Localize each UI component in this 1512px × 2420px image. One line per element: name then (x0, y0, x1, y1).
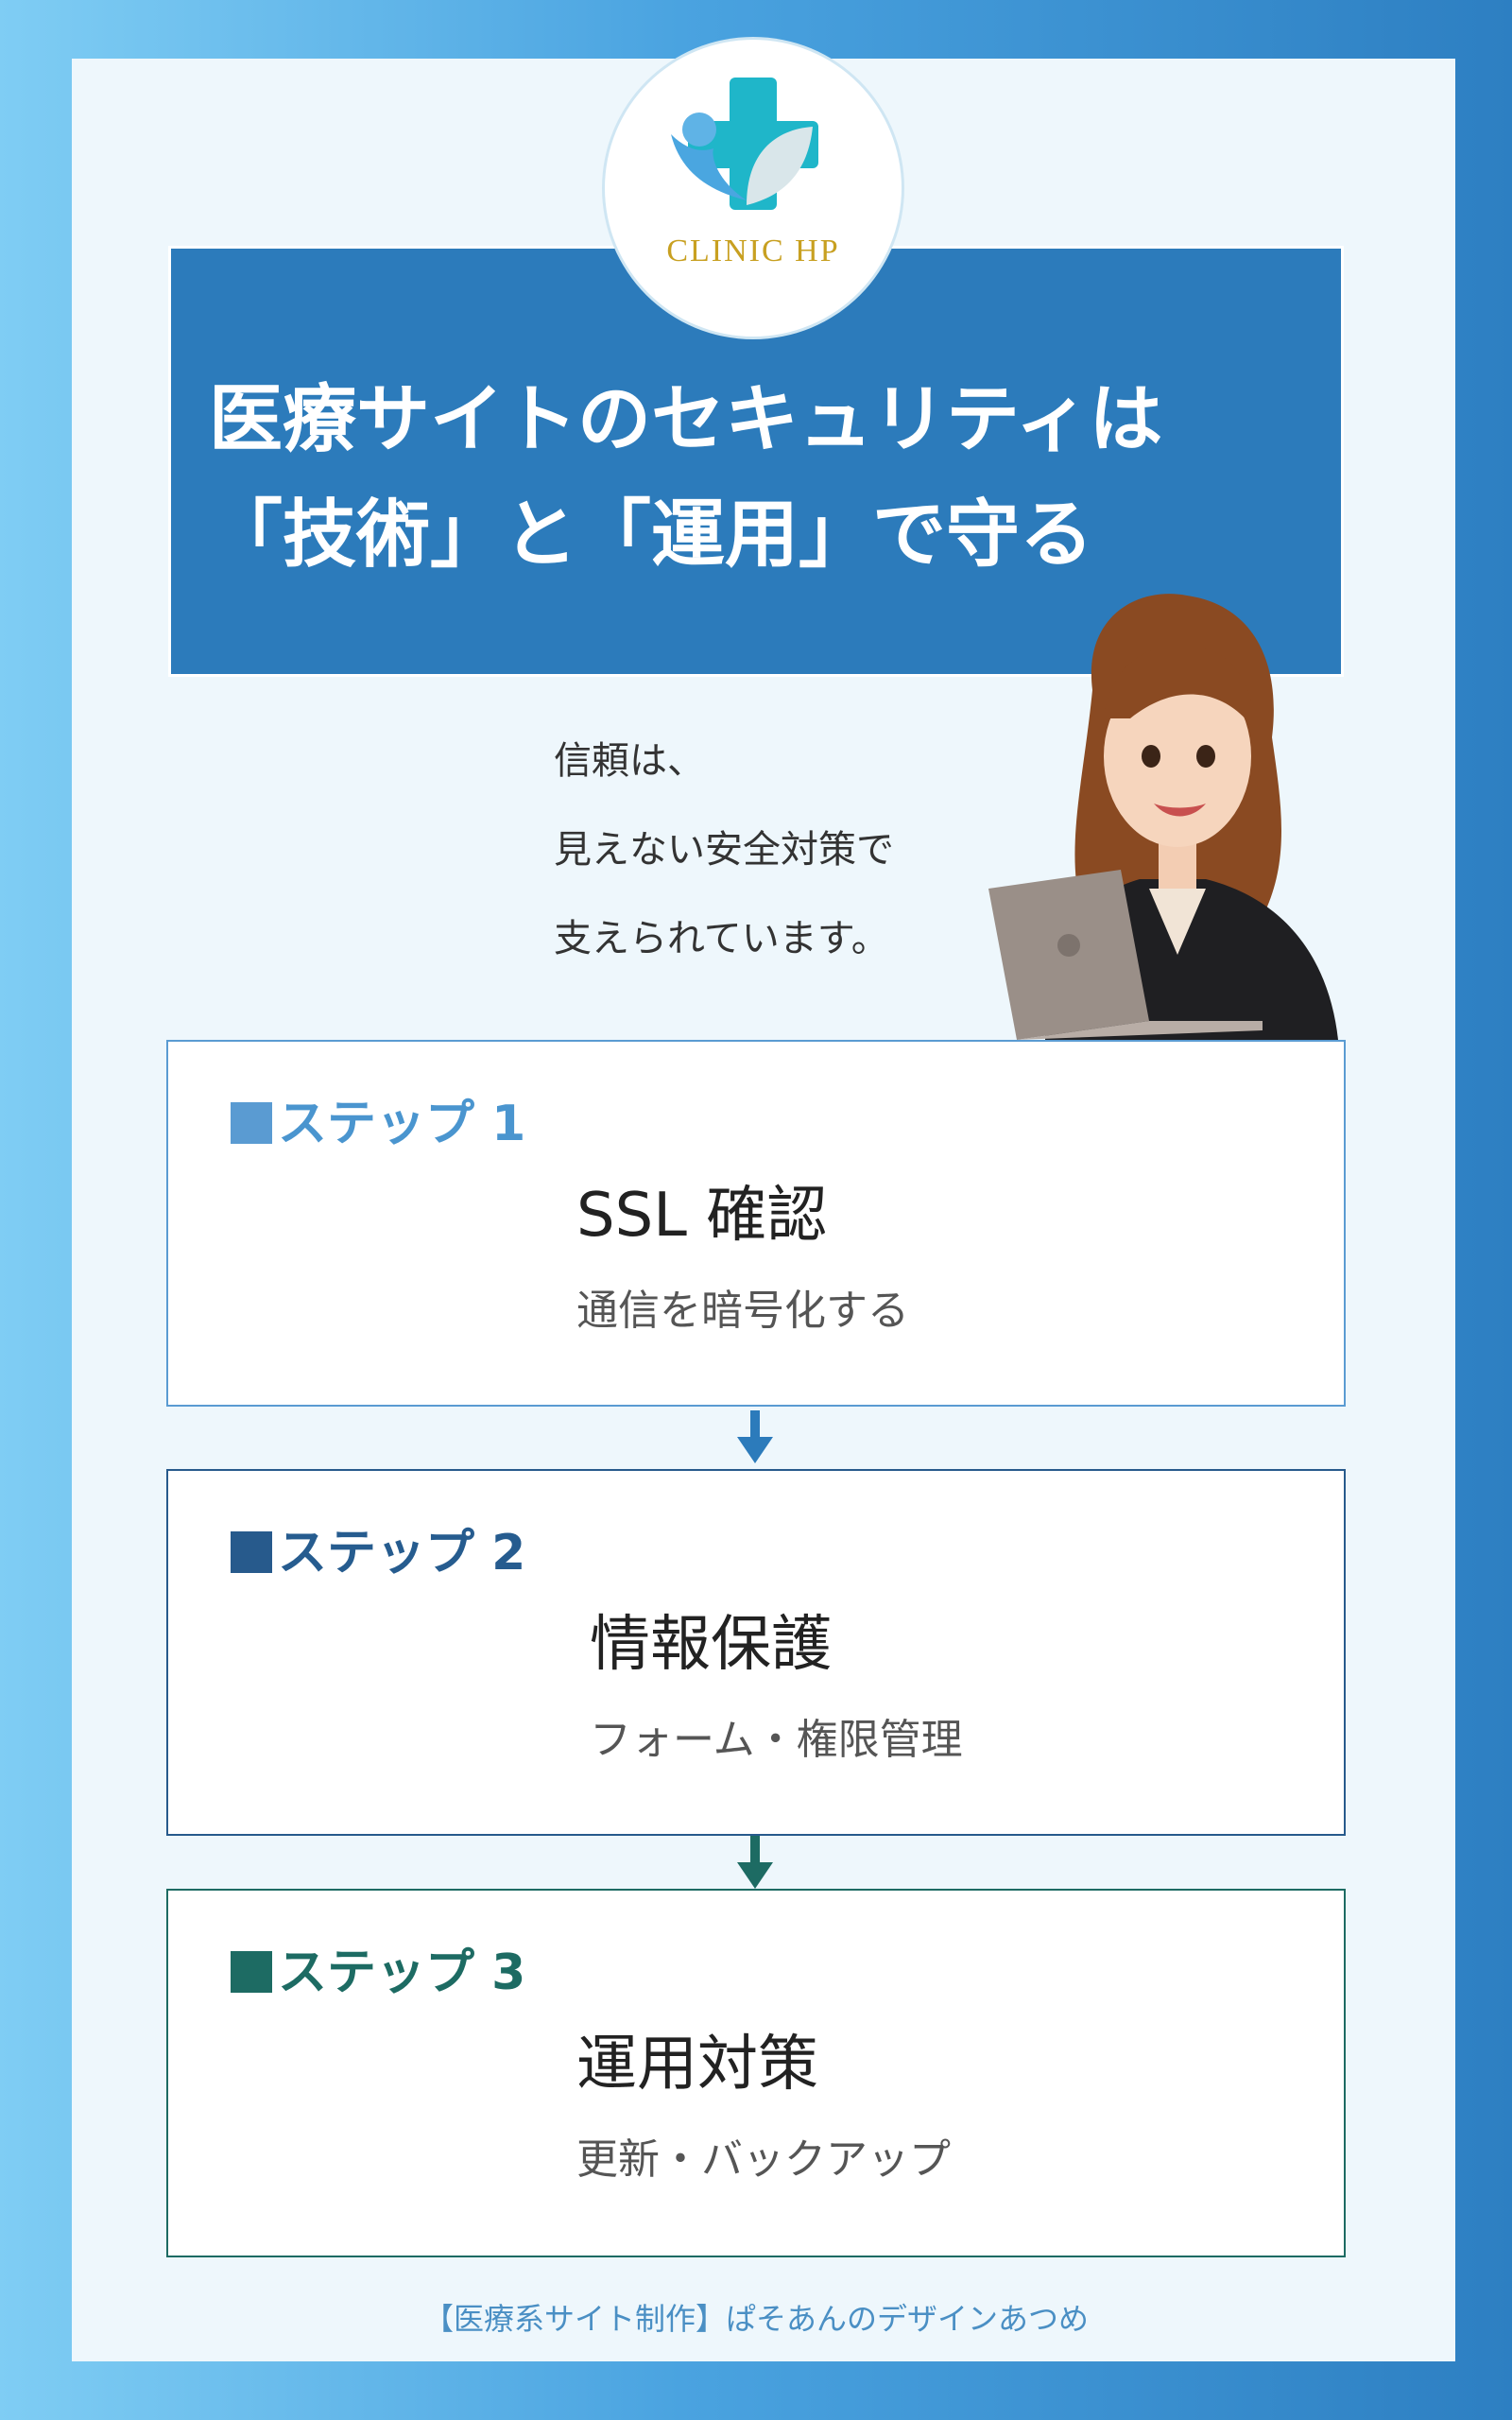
step-title: 運用対策 (576, 2030, 818, 2100)
square-bullet-icon (231, 1102, 272, 1144)
title-line-1: 医療サイトのセキュリティは (209, 377, 1163, 462)
woman-with-laptop-illustration (988, 594, 1338, 1040)
step-label-text: ステップ 1 (278, 1096, 526, 1152)
step-label-text: ステップ 3 (278, 1945, 526, 2001)
title-line-2: 「技術」と「運用」で守る (209, 493, 1094, 578)
lead-text: 信頼は、 見えない安全対策で 支えられています。 (554, 717, 951, 983)
step-label: ステップ 3 (231, 1932, 525, 2003)
arrow-down-icon (737, 1836, 773, 1889)
title-banner: 医療サイトのセキュリティは 「技術」と「運用」で守る (168, 246, 1344, 677)
step-label: ステップ 2 (231, 1512, 525, 1583)
clinic-logo: CLINIC HP (605, 40, 902, 337)
lead-line-1: 信頼は、 (554, 739, 705, 783)
step-title: 情報保護 (590, 1610, 832, 1680)
square-bullet-icon (231, 1531, 272, 1573)
square-bullet-icon (231, 1951, 272, 1993)
step-subtitle: 更新・バックアップ (576, 2135, 951, 2184)
step-card-2: ステップ 2 情報保護 フォーム・権限管理 (166, 1469, 1346, 1836)
step-subtitle: 通信を暗号化する (576, 1287, 909, 1335)
step-card-3: ステップ 3 運用対策 更新・バックアップ (166, 1889, 1346, 2257)
cross-leaf-icon (671, 78, 818, 210)
arrow-down-icon (737, 1410, 773, 1463)
page-title: 医療サイトのセキュリティは 「技術」と「運用」で守る (209, 362, 1333, 593)
step-label: ステップ 1 (231, 1083, 525, 1154)
footer-credit: 【医療系サイト制作】ぱそあんのデザインあつめ (422, 2301, 1089, 2337)
step-label-text: ステップ 2 (278, 1525, 526, 1582)
logo-text: CLINIC HP (666, 233, 840, 268)
step-title: SSL 確認 (576, 1181, 828, 1251)
step-card-1: ステップ 1 SSL 確認 通信を暗号化する (166, 1040, 1346, 1407)
step-subtitle: フォーム・権限管理 (590, 1716, 963, 1764)
lead-line-3: 支えられています。 (554, 917, 889, 960)
lead-line-2: 見えない安全対策で (554, 828, 894, 872)
